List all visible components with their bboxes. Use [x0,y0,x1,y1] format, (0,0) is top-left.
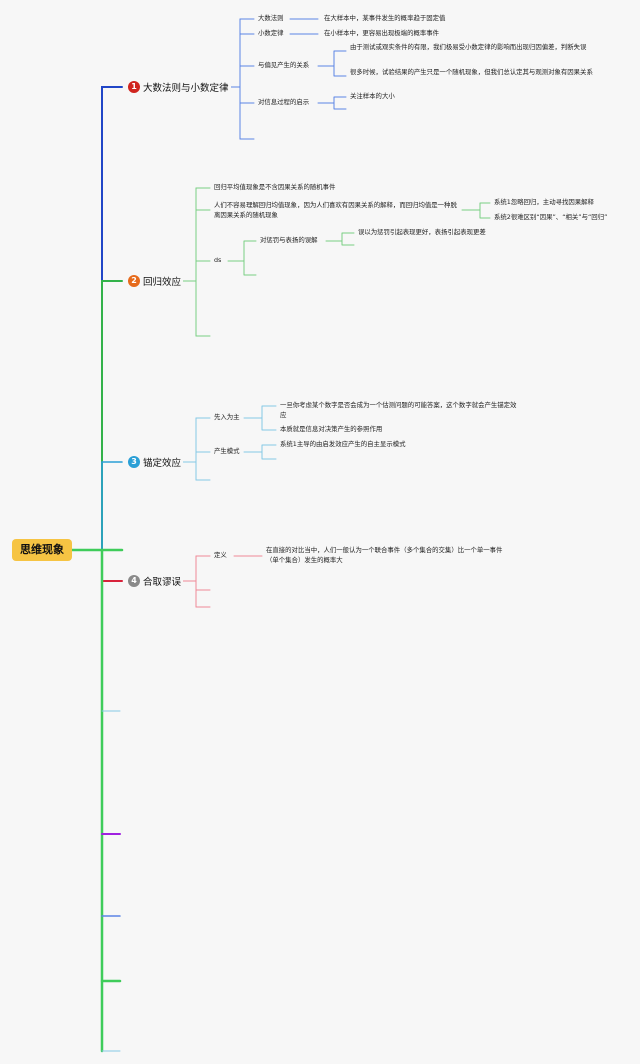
node-info-process-insight[interactable]: 对信息过程的启示 [258,98,310,106]
topic-label: 回归效应 [143,277,182,288]
leaf-attribution-bias[interactable]: 由于测试或观实条件的有限，我们极易受小数定律的影响而出现归因偏差，判断失误 [350,43,587,51]
leaf-sample-size[interactable]: 关注样本的大小 [350,92,395,100]
topic-label: 锚定效应 [143,458,182,469]
root-topic[interactable]: 思维现象 [12,539,72,561]
node-law-of-small-numbers[interactable]: 小数定律 [258,29,284,37]
topic-number-badge: 2 [128,275,140,287]
leaf-system1-mode[interactable]: 系统1主导的由启发效应产生的自主显示模式 [280,440,406,448]
leaf-random-result[interactable]: 很多时候，试验结果的产生只是一个随机现象，但我们总认定其与观测对象有因果关系 [350,68,593,76]
topic-label: 合取谬误 [143,577,182,588]
leaf-anchor-essence[interactable]: 本质就是信息对决策产生的参照作用 [280,425,383,433]
node-bias-relation[interactable]: 与偏见产生的关系 [258,61,310,69]
leaf-anchor-number[interactable]: 一旦你考虑某个数字是否会成为一个估测问题的可能答案，这个数字就会产生锚定效应 [280,401,517,419]
topic-anchoring-effect[interactable]: 3 锚定效应 [126,455,184,469]
topic-label: 大数法则与小数定律 [143,83,229,94]
node-generation-mode[interactable]: 产生模式 [214,447,240,455]
topic-regression-effect[interactable]: 2 回归效应 [126,274,184,288]
t3-mode-vert [261,444,277,460]
spine-cyan [101,461,123,551]
node-ds[interactable]: ds [214,256,222,264]
spine-green-top [101,280,123,551]
topic-conjunction-fallacy[interactable]: 4 合取谬误 [126,574,184,588]
t1-info-vert [333,96,347,110]
t2-hard-vert [479,202,491,219]
leaf-system2-distinguish[interactable]: 系统2很难区别“因果”、“相关”与“回归” [494,213,608,221]
node-law-of-large-numbers[interactable]: 大数法则 [258,14,284,22]
node-regression-random[interactable]: 回归平均值现象是不含因果关系的随机事件 [214,183,336,191]
t3-pre-vert [261,405,277,431]
topic-number-badge: 1 [128,81,140,93]
t2-punish-vert [341,232,355,246]
spine-blue-top [101,86,123,551]
node-regression-hard-to-understand[interactable]: 人们不容易理解回归均值现象，因为人们喜欢有因果关系的解释，而回归均值是一种脱离因… [214,201,457,219]
t1-bias-vert [333,50,347,77]
node-punish-praise-misunderstanding[interactable]: 对惩罚与表扬的误解 [260,236,318,244]
leaf-small-sample[interactable]: 在小样本中，更容易出现极端的概率事件 [324,29,440,37]
node-definition[interactable]: 定义 [214,551,227,559]
leaf-punish-praise-belief[interactable]: 误以为惩罚引起表现更好，表扬引起表现更差 [358,228,486,236]
node-preconception[interactable]: 先入为主 [214,413,240,421]
connector-lines [70,18,491,1053]
topic-number-badge: 3 [128,456,140,468]
leaf-large-sample[interactable]: 在大样本中，某事件发生的概率趋于固定值 [324,14,446,22]
t2-ds-vert [243,240,257,276]
leaf-conjunction-definition[interactable]: 在直接的对比当中，人们一般认为一个联合事件（多个集合的交集）比一个单一事件（单个… [266,546,503,564]
topic-number-badge: 4 [128,575,140,587]
leaf-system1-causal[interactable]: 系统1忽略回归，主动寻找因果解释 [494,198,594,206]
topic-law-of-numbers[interactable]: 1 大数法则与小数定律 [126,80,231,94]
